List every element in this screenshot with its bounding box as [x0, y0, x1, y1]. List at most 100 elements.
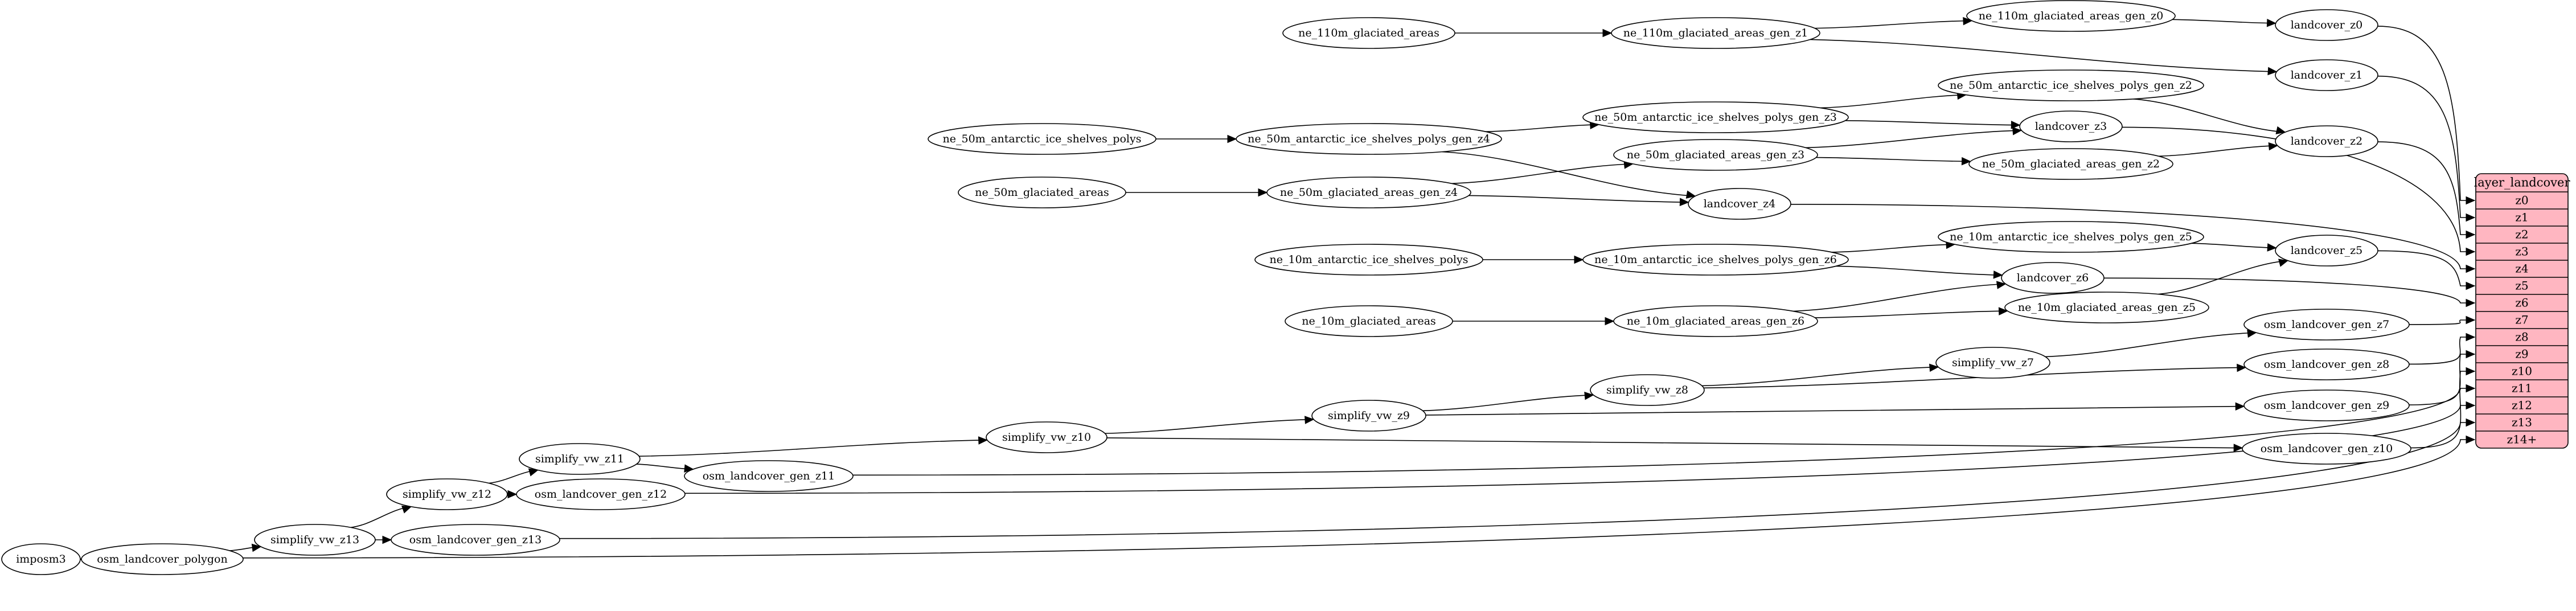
node-shape[interactable] [2004, 292, 2209, 323]
graph-node-ne_50m_antarctic_ice_shelves_polys_gen_z4[interactable]: ne_50m_antarctic_ice_shelves_polys_gen_z… [1236, 123, 1502, 155]
node-shape[interactable] [2243, 309, 2410, 341]
graph-node-landcover_z5[interactable]: landcover_z5 [2275, 235, 2378, 266]
graph-node-simplify_vw_z13[interactable]: simplify_vw_z13 [254, 524, 376, 556]
graph-node-ne_110m_glaciated_areas_gen_z0[interactable]: ne_110m_glaciated_areas_gen_z0 [1966, 0, 2176, 32]
graph-edge [1106, 437, 2243, 449]
node-shape[interactable] [391, 524, 560, 556]
node-shape[interactable] [1266, 177, 1471, 208]
node-shape[interactable] [2275, 125, 2378, 157]
graph-node-ne_110m_glaciated_areas_gen_z1[interactable]: ne_110m_glaciated_areas_gen_z1 [1611, 17, 1820, 49]
graph-node-ne_50m_glaciated_areas_gen_z4[interactable]: ne_50m_glaciated_areas_gen_z4 [1266, 177, 1471, 208]
node-shape[interactable] [1582, 101, 1849, 133]
node-shape[interactable] [386, 478, 508, 510]
record-row-z6[interactable] [2476, 294, 2568, 311]
graph-node-ne_50m_antarctic_ice_shelves_polys_gen_z3[interactable]: ne_50m_antarctic_ice_shelves_polys_gen_z… [1582, 101, 1849, 133]
graph-node-ne_50m_glaciated_areas[interactable]: ne_50m_glaciated_areas [958, 177, 1126, 208]
node-shape[interactable] [1935, 347, 2050, 379]
graph-node-simplify_vw_z10[interactable]: simplify_vw_z10 [986, 421, 1107, 453]
node-shape[interactable] [928, 123, 1156, 155]
graph-node-ne_10m_antarctic_ice_shelves_polys[interactable]: ne_10m_antarctic_ice_shelves_polys [1254, 244, 1483, 276]
graph-node-osm_landcover_gen_z7[interactable]: osm_landcover_gen_z7 [2243, 309, 2410, 341]
graph-node-landcover_z2[interactable]: landcover_z2 [2275, 125, 2378, 157]
record-row-z8[interactable] [2476, 329, 2568, 346]
record-row-z3[interactable] [2476, 243, 2568, 260]
node-shape[interactable] [81, 543, 244, 575]
graph-node-osm_landcover_gen_z9[interactable]: osm_landcover_gen_z9 [2243, 389, 2410, 421]
node-shape[interactable] [1236, 123, 1502, 155]
node-shape[interactable] [2243, 389, 2410, 421]
node-shape[interactable] [986, 421, 1107, 453]
graph-edge [2377, 141, 2475, 235]
record-row-z10[interactable] [2476, 363, 2568, 380]
graph-node-osm_landcover_gen_z12[interactable]: osm_landcover_gen_z12 [516, 478, 686, 510]
record-row-z1[interactable] [2476, 209, 2568, 226]
graph-node-simplify_vw_z8[interactable]: simplify_vw_z8 [1590, 374, 1705, 406]
node-shape[interactable] [1688, 188, 1791, 220]
graph-node-simplify_vw_z7[interactable]: simplify_vw_z7 [1935, 347, 2050, 379]
node-shape[interactable] [1938, 221, 2204, 253]
graph-node-ne_50m_glaciated_areas_gen_z3[interactable]: ne_50m_glaciated_areas_gen_z3 [1613, 139, 1818, 171]
graph-node-ne_110m_glaciated_areas[interactable]: ne_110m_glaciated_areas [1282, 17, 1455, 49]
node-shape[interactable] [1613, 305, 1818, 337]
graph-node-osm_landcover_polygon[interactable]: osm_landcover_polygon [81, 543, 244, 575]
node-shape[interactable] [2275, 235, 2378, 266]
record-row-z9[interactable] [2476, 346, 2568, 363]
graph-node-osm_landcover_gen_z13[interactable]: osm_landcover_gen_z13 [391, 524, 560, 556]
node-shape[interactable] [1613, 139, 1818, 171]
graph-node-landcover_z4[interactable]: landcover_z4 [1688, 188, 1791, 220]
graph-node-ne_50m_glaciated_areas_gen_z2[interactable]: ne_50m_glaciated_areas_gen_z2 [1968, 148, 2173, 180]
node-shape[interactable] [2001, 262, 2105, 294]
node-shape[interactable] [1, 543, 81, 575]
graph-node-ne_10m_glaciated_areas_gen_z5[interactable]: ne_10m_glaciated_areas_gen_z5 [2004, 292, 2209, 323]
record-row-z11[interactable] [2476, 380, 2568, 397]
record-row-z0[interactable] [2476, 192, 2568, 209]
graph-node-simplify_vw_z9[interactable]: simplify_vw_z9 [1311, 400, 1426, 432]
node-shape[interactable] [1938, 69, 2204, 101]
node-shape[interactable] [1282, 17, 1455, 49]
node-shape[interactable] [1590, 374, 1705, 406]
graph-edge [1790, 203, 2475, 269]
node-shape[interactable] [2275, 9, 2378, 41]
node-shape[interactable] [1968, 148, 2173, 180]
node-shape[interactable] [2019, 110, 2123, 142]
node-shape[interactable] [1285, 305, 1453, 337]
node-shape[interactable] [1966, 0, 2176, 32]
graph-node-ne_10m_glaciated_areas_gen_z6[interactable]: ne_10m_glaciated_areas_gen_z6 [1613, 305, 1818, 337]
node-shape[interactable] [519, 443, 641, 475]
graph-node-landcover_z6[interactable]: landcover_z6 [2001, 262, 2105, 294]
graph-node-ne_50m_antarctic_ice_shelves_polys_gen_z2[interactable]: ne_50m_antarctic_ice_shelves_polys_gen_z… [1938, 69, 2204, 101]
record-row-z4[interactable] [2476, 260, 2568, 277]
record-row-z5[interactable] [2476, 277, 2568, 294]
record-row-z14p[interactable] [2476, 431, 2568, 448]
graph-node-ne_50m_antarctic_ice_shelves_polys[interactable]: ne_50m_antarctic_ice_shelves_polys [928, 123, 1156, 155]
record-row-z12[interactable] [2476, 397, 2568, 414]
record-row-z2[interactable] [2476, 226, 2568, 243]
graph-node-simplify_vw_z11[interactable]: simplify_vw_z11 [519, 443, 641, 475]
node-shape[interactable] [1254, 244, 1483, 276]
node-shape[interactable] [2275, 59, 2378, 91]
graph-node-landcover_z0[interactable]: landcover_z0 [2275, 9, 2378, 41]
record-row-z13[interactable] [2476, 414, 2568, 431]
graph-node-landcover_z1[interactable]: landcover_z1 [2275, 59, 2378, 91]
node-shape[interactable] [516, 478, 686, 510]
graph-node-landcover_z3[interactable]: landcover_z3 [2019, 110, 2123, 142]
node-shape[interactable] [254, 524, 376, 556]
graph-node-simplify_vw_z12[interactable]: simplify_vw_z12 [386, 478, 508, 510]
graph-node-osm_landcover_gen_z11[interactable]: osm_landcover_gen_z11 [684, 460, 854, 492]
node-shape[interactable] [1311, 400, 1426, 432]
graph-node-ne_10m_antarctic_ice_shelves_polys_gen_z6[interactable]: ne_10m_antarctic_ice_shelves_polys_gen_z… [1582, 244, 1849, 276]
graph-node-imposm3[interactable]: imposm3 [1, 543, 81, 575]
node-shape[interactable] [1611, 17, 1820, 49]
node-shape[interactable] [958, 177, 1126, 208]
graph-node-osm_landcover_gen_z8[interactable]: osm_landcover_gen_z8 [2243, 348, 2410, 380]
node-shape[interactable] [1582, 244, 1849, 276]
graph-node-ne_10m_antarctic_ice_shelves_polys_gen_z5[interactable]: ne_10m_antarctic_ice_shelves_polys_gen_z… [1938, 221, 2204, 253]
node-shape[interactable] [2242, 433, 2411, 465]
graph-node-ne_10m_glaciated_areas[interactable]: ne_10m_glaciated_areas [1285, 305, 1453, 337]
node-shape[interactable] [2243, 348, 2410, 380]
graph-edge [1422, 394, 1594, 412]
graph-edge [639, 440, 987, 457]
node-shape[interactable] [684, 460, 854, 492]
record-row-z7[interactable] [2476, 311, 2568, 329]
graph-node-osm_landcover_gen_z10[interactable]: osm_landcover_gen_z10 [2242, 433, 2411, 465]
